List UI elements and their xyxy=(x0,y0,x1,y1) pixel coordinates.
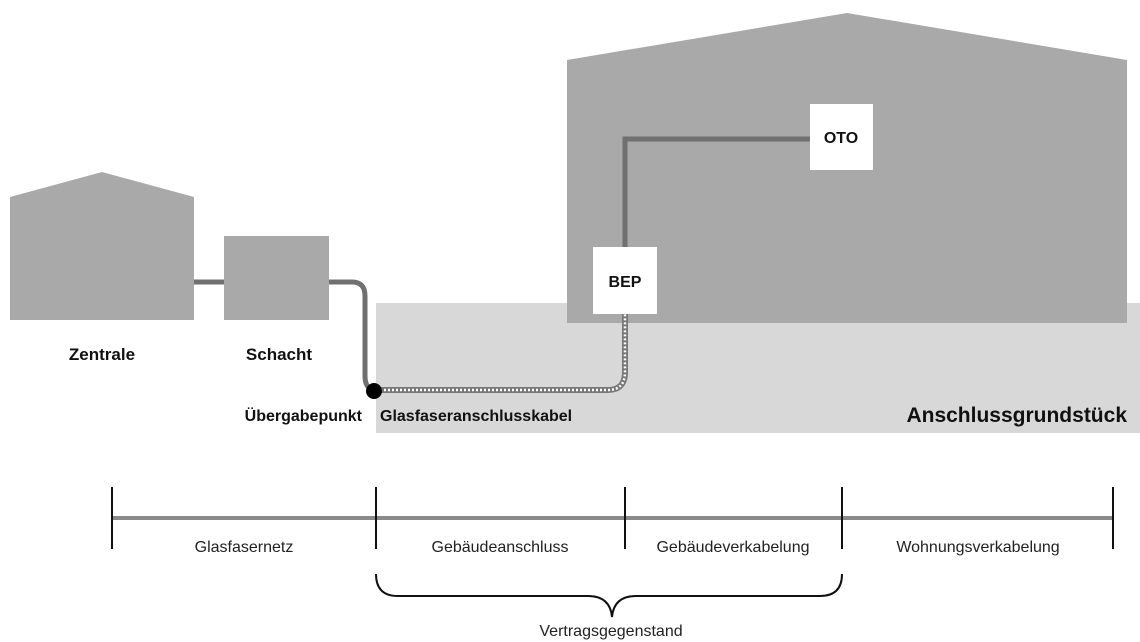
segment-label-glasfasernetz: Glasfasernetz xyxy=(195,539,294,556)
zentrale-building xyxy=(10,172,194,320)
plot-label: Anschlussgrundstück xyxy=(906,404,1127,427)
building-cable xyxy=(622,136,810,260)
contract-label: Vertragsgegenstand xyxy=(539,623,682,640)
schacht-box xyxy=(224,236,329,320)
bep-box xyxy=(593,247,657,314)
bep-label: BEP xyxy=(609,274,642,291)
cable-label: Glasfaseranschlusskabel xyxy=(380,408,572,425)
contract-brace xyxy=(375,573,843,618)
uebergabepunkt-label: Übergabepunkt xyxy=(245,406,363,425)
glasfaseranschlusskabel-dots xyxy=(376,314,627,392)
oto-box xyxy=(810,104,873,170)
segment-label-gebaeudeanschluss: Gebäudeanschluss xyxy=(432,539,569,556)
segment-label-gebaeudeverkabelung: Gebäudeverkabelung xyxy=(656,539,809,556)
segment-label-wohnungsverkabelung: Wohnungsverkabelung xyxy=(896,539,1059,556)
schacht-label: Schacht xyxy=(246,345,312,364)
anschlussgrundstueck-area xyxy=(376,303,1140,433)
oto-label: OTO xyxy=(824,130,858,147)
zentrale-label: Zentrale xyxy=(69,345,135,364)
schacht-cable xyxy=(329,279,377,393)
uebergabepunkt-marker xyxy=(366,383,382,399)
